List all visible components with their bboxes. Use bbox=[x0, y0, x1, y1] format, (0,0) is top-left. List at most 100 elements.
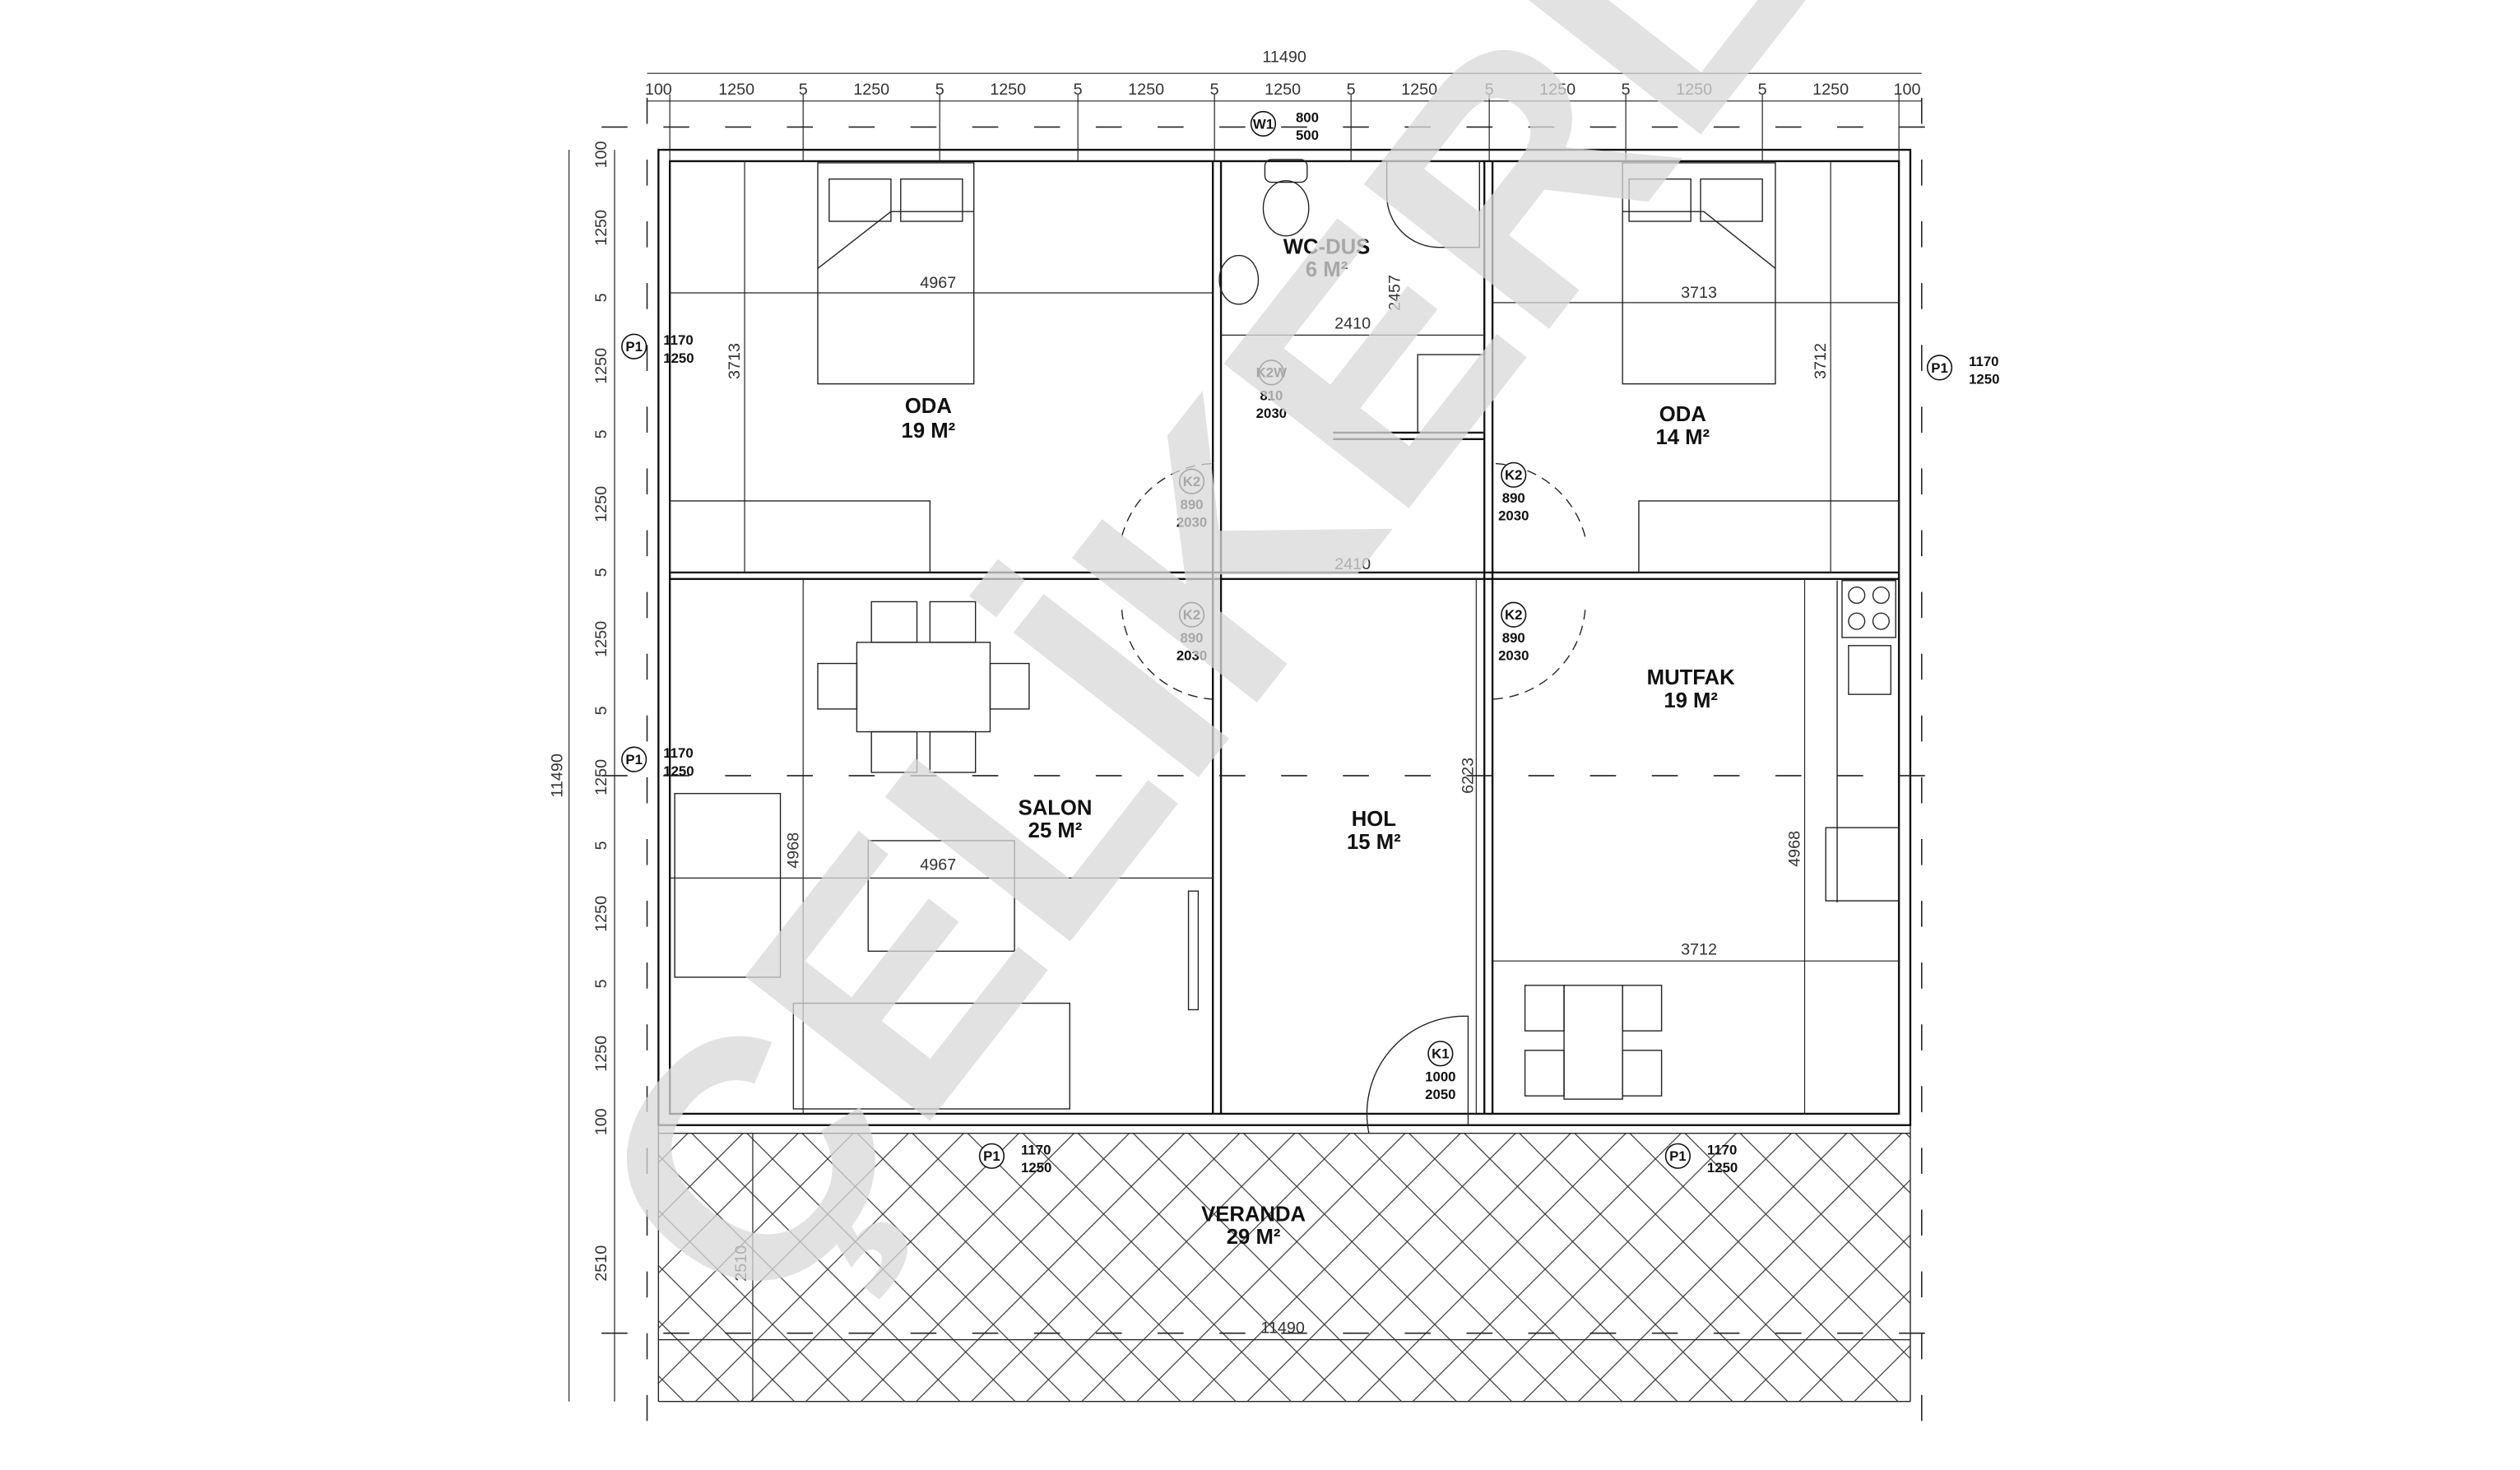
opening-code: K2 bbox=[1183, 474, 1200, 489]
dim-label: 4967 bbox=[920, 856, 956, 874]
tag-circle bbox=[1250, 110, 1277, 137]
opening-width: 810 bbox=[1260, 387, 1283, 403]
opening-height: 2030 bbox=[1176, 648, 1207, 664]
dim-label: 1250 bbox=[592, 1036, 610, 1072]
sink bbox=[1218, 254, 1260, 305]
room-area: 6 M² bbox=[1306, 258, 1348, 281]
room-name: MUTFAK bbox=[1647, 666, 1735, 689]
room-name: ODA bbox=[905, 395, 952, 418]
opening-code: K2 bbox=[1183, 607, 1200, 623]
tag-circle bbox=[1427, 1041, 1454, 1067]
dim-label: 5 bbox=[1485, 81, 1494, 99]
dim-label: 5 bbox=[1758, 81, 1767, 99]
overall-depth-label: 11490 bbox=[549, 754, 567, 797]
door-swing-k1 bbox=[1366, 1015, 1469, 1134]
dim-label: 3712 bbox=[1812, 343, 1830, 379]
dim-label: 1250 bbox=[1812, 81, 1849, 99]
veranda-floor bbox=[658, 1133, 1910, 1402]
dim-label: 5 bbox=[1622, 81, 1631, 99]
opening-height: 2050 bbox=[1425, 1087, 1455, 1102]
room-name: HOL bbox=[1352, 808, 1396, 831]
door-swing-k2 bbox=[1121, 462, 1586, 700]
tag-circle bbox=[978, 1143, 1005, 1169]
toilet bbox=[1262, 179, 1310, 237]
dim-label: 1250 bbox=[853, 81, 889, 99]
opening-height: 1250 bbox=[663, 350, 694, 366]
dim-label: 6223 bbox=[1459, 758, 1477, 794]
dim-label: 100 bbox=[645, 81, 672, 99]
opening-width: 890 bbox=[1181, 630, 1204, 646]
opening-width: 1000 bbox=[1425, 1069, 1455, 1084]
dim-label: 1250 bbox=[718, 81, 754, 99]
opening-tag-k2: K2 890 2030 bbox=[1176, 601, 1207, 664]
dim-label: 5 bbox=[799, 81, 808, 99]
opening-code: K2 bbox=[1505, 607, 1522, 623]
kitchen-sink bbox=[1848, 645, 1891, 695]
room-name: VERANDA bbox=[1201, 1203, 1306, 1226]
opening-width: 1170 bbox=[1969, 354, 1998, 369]
left-dimension-labels: 1001250512505125051250512505125051250100… bbox=[592, 141, 610, 1282]
stove bbox=[1841, 580, 1896, 638]
dim-label: 5 bbox=[592, 979, 610, 988]
opening-code: P1 bbox=[625, 339, 643, 355]
dim-label: 2510 bbox=[732, 1245, 750, 1282]
opening-width: 1170 bbox=[1707, 1142, 1737, 1157]
tag-circle bbox=[1178, 601, 1205, 628]
room-labels: ODA 19 M² WC-DUS 6 M² ODA 14 M² MUTFAK 1… bbox=[902, 236, 1736, 1249]
dim-label: 1250 bbox=[592, 621, 610, 657]
dim-label: 1250 bbox=[1401, 81, 1437, 99]
dim-label: 1250 bbox=[1539, 81, 1576, 99]
tag-circle bbox=[1501, 461, 1527, 488]
bed-left bbox=[817, 162, 975, 385]
tag-circle bbox=[1926, 355, 1953, 381]
wardrobe-right bbox=[1638, 500, 1900, 573]
dim-label: 5 bbox=[935, 81, 944, 99]
dim-label: 11490 bbox=[1260, 1319, 1304, 1338]
dim-label: 100 bbox=[1894, 81, 1921, 99]
room-area: 19 M² bbox=[1664, 689, 1718, 712]
dim-label: 100 bbox=[592, 1108, 610, 1135]
dim-label: 1250 bbox=[592, 759, 610, 795]
furniture bbox=[669, 159, 1900, 1134]
dim-label: 1250 bbox=[1265, 81, 1301, 99]
dim-label: 5 bbox=[592, 429, 610, 438]
opening-width: 1170 bbox=[663, 745, 693, 761]
dim-label: 5 bbox=[592, 568, 610, 577]
room-area: 15 M² bbox=[1347, 831, 1401, 854]
room-area: 25 M² bbox=[1028, 819, 1083, 842]
dim-label: 4968 bbox=[1786, 831, 1804, 867]
dim-label: 3713 bbox=[1681, 284, 1717, 302]
dim-label: 3712 bbox=[1681, 940, 1717, 958]
dim-label: 2510 bbox=[592, 1245, 610, 1282]
dim-label: 1250 bbox=[1676, 81, 1712, 99]
dim-label: 5 bbox=[1210, 81, 1219, 99]
dim-label: 4968 bbox=[784, 832, 802, 869]
wardrobe-left bbox=[669, 500, 931, 573]
opening-width: 890 bbox=[1502, 490, 1525, 506]
opening-height: 2030 bbox=[1256, 406, 1287, 421]
kitchen-table bbox=[1563, 985, 1623, 1100]
dim-label: 2410 bbox=[1334, 555, 1371, 573]
room-name: SALON bbox=[1019, 796, 1093, 819]
opening-code: P1 bbox=[1669, 1148, 1687, 1164]
fridge bbox=[1825, 827, 1900, 902]
tag-circle bbox=[621, 333, 647, 359]
opening-height: 2030 bbox=[1498, 508, 1529, 524]
opening-height: 1250 bbox=[1021, 1160, 1051, 1176]
overall-width-label: 11490 bbox=[1262, 48, 1306, 66]
opening-width: 1170 bbox=[1021, 1142, 1051, 1157]
dim-label: 5 bbox=[592, 706, 610, 715]
dimension-lines bbox=[569, 72, 1922, 1402]
inner-dimension-labels: 4967 3713 2410 2457 3713 3712 2410 6223 … bbox=[726, 274, 1830, 1338]
